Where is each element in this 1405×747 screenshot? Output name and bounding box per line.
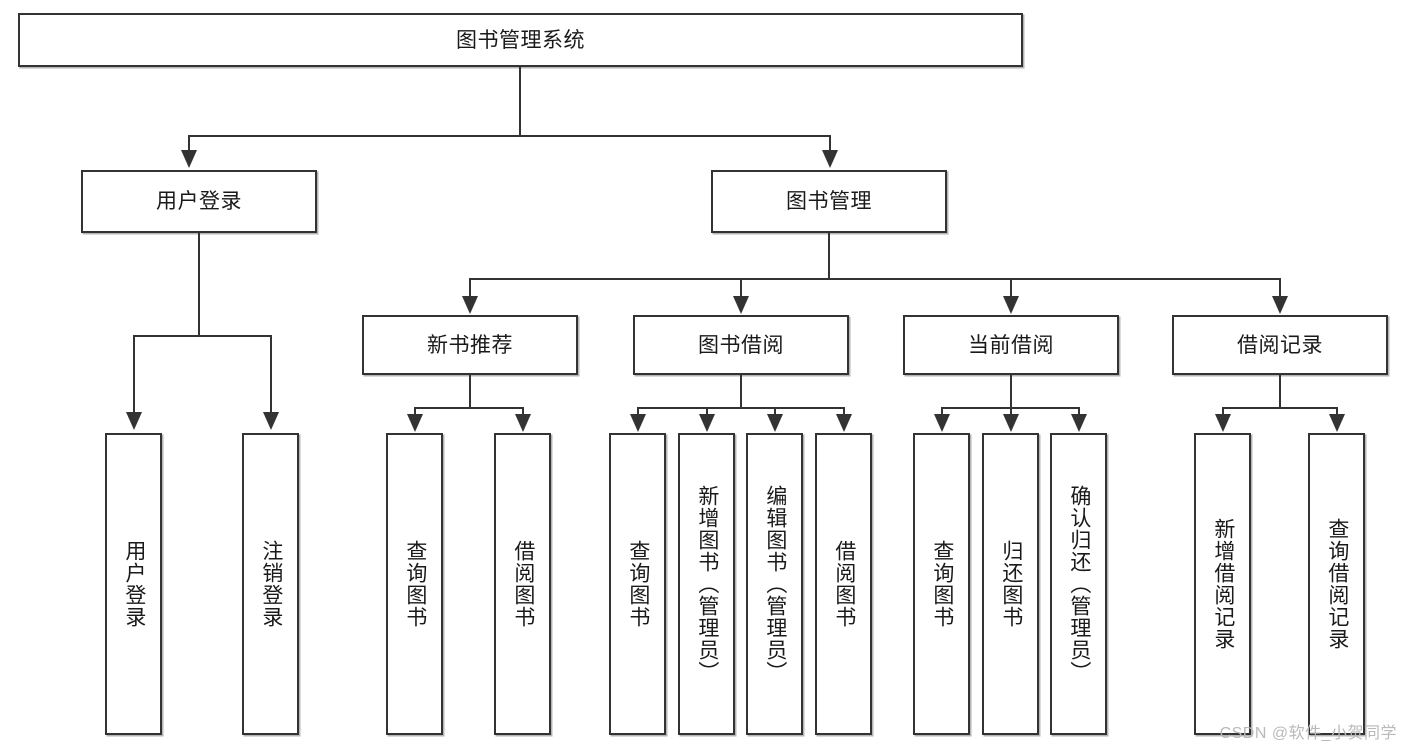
arrowhead-bm-to-new-book [462, 296, 478, 314]
connector-book-management-bus [469, 278, 1281, 280]
node-label: 新增借阅记录 [1211, 518, 1235, 650]
arrowhead-bm-to-current-borrow [1003, 296, 1019, 314]
node-label: 查询图书 [930, 540, 954, 628]
arrowhead-book-borrow-leaf-2 [699, 414, 715, 432]
connector-bm-to-new-book [469, 278, 471, 300]
connector-user-login-to-leaf-1 [133, 335, 135, 415]
node-user-login[interactable]: 用户登录 [81, 170, 317, 233]
node-label: 图书借阅 [698, 333, 784, 357]
node-label: 查询借阅记录 [1325, 518, 1349, 650]
node-book-borrow[interactable]: 图书借阅 [633, 315, 849, 375]
arrowhead-book-borrow-leaf-4 [836, 414, 852, 432]
connector-new-book-to-leaf-1 [414, 407, 416, 417]
leaf-book-borrow-borrow-book[interactable]: 借阅图书 [815, 433, 872, 735]
node-borrow-record[interactable]: 借阅记录 [1172, 315, 1388, 375]
connector-root-to-book-management [829, 135, 831, 153]
connector-book-borrow-stem [740, 375, 742, 407]
node-label: 借阅图书 [511, 540, 535, 628]
connector-new-book-bus [414, 407, 524, 409]
connector-book-borrow-to-leaf-2 [706, 407, 708, 417]
arrowhead-book-borrow-leaf-3 [767, 414, 783, 432]
arrowhead-bm-to-book-borrow [733, 296, 749, 314]
arrowhead-bm-to-borrow-record [1272, 296, 1288, 314]
leaf-borrow-record-add-record[interactable]: 新增借阅记录 [1194, 433, 1251, 735]
node-book-management[interactable]: 图书管理 [711, 170, 947, 233]
node-new-book-recommend[interactable]: 新书推荐 [362, 315, 578, 375]
arrowhead-current-borrow-leaf-2 [1003, 414, 1019, 432]
connector-user-login-stem [198, 233, 200, 335]
connector-current-borrow-to-leaf-3 [1078, 407, 1080, 417]
node-label: 注销登录 [259, 540, 283, 628]
connector-bm-to-borrow-record [1279, 278, 1281, 300]
connector-book-borrow-bus [637, 407, 845, 409]
leaf-user-login-logout[interactable]: 注销登录 [242, 433, 299, 735]
node-label: 图书管理系统 [456, 28, 585, 52]
connector-root-stem [519, 67, 521, 135]
node-label: 当前借阅 [968, 333, 1054, 357]
connector-new-book-to-leaf-2 [522, 407, 524, 417]
node-label: 新书推荐 [427, 333, 513, 357]
connector-book-borrow-to-leaf-3 [774, 407, 776, 417]
connector-current-borrow-to-leaf-2 [1010, 407, 1012, 417]
arrowhead-borrow-record-leaf-2 [1329, 414, 1345, 432]
arrowhead-current-borrow-leaf-3 [1071, 414, 1087, 432]
connector-bm-to-book-borrow [740, 278, 742, 300]
node-label: 查询图书 [626, 540, 650, 628]
arrowhead-root-to-user-login [181, 150, 197, 168]
connector-borrow-record-bus [1222, 407, 1338, 409]
connector-current-borrow-to-leaf-1 [941, 407, 943, 417]
leaf-book-borrow-edit-book-admin[interactable]: 编辑图书（管理员） [746, 433, 803, 735]
connector-book-borrow-to-leaf-4 [843, 407, 845, 417]
arrowhead-current-borrow-leaf-1 [934, 414, 950, 432]
node-label: 确认归还（管理员） [1067, 485, 1091, 683]
leaf-current-borrow-confirm-return-admin[interactable]: 确认归还（管理员） [1050, 433, 1107, 735]
leaf-new-book-borrow-book[interactable]: 借阅图书 [494, 433, 551, 735]
node-label: 图书管理 [786, 190, 872, 213]
arrowhead-book-borrow-leaf-1 [630, 414, 646, 432]
connector-root-to-user-login [188, 135, 190, 153]
node-label: 归还图书 [999, 540, 1023, 628]
arrowhead-new-book-leaf-1 [407, 414, 423, 432]
connector-new-book-stem [469, 375, 471, 407]
leaf-user-login-login[interactable]: 用户登录 [105, 433, 162, 735]
node-label: 借阅记录 [1237, 333, 1323, 357]
connector-current-borrow-stem [1010, 375, 1012, 407]
connector-borrow-record-to-leaf-2 [1336, 407, 1338, 417]
node-label: 新增图书（管理员） [695, 485, 719, 683]
node-label: 查询图书 [403, 540, 427, 628]
node-label: 借阅图书 [832, 540, 856, 628]
node-current-borrow[interactable]: 当前借阅 [903, 315, 1119, 375]
arrowhead-user-login-leaf-1 [126, 412, 142, 430]
leaf-current-borrow-return-book[interactable]: 归还图书 [982, 433, 1039, 735]
leaf-book-borrow-add-book-admin[interactable]: 新增图书（管理员） [678, 433, 735, 735]
connector-borrow-record-to-leaf-1 [1222, 407, 1224, 417]
leaf-current-borrow-query-book[interactable]: 查询图书 [913, 433, 970, 735]
connector-book-management-stem [828, 233, 830, 278]
node-root-book-management-system[interactable]: 图书管理系统 [18, 13, 1023, 67]
connector-borrow-record-stem [1279, 375, 1281, 407]
arrowhead-borrow-record-leaf-1 [1215, 414, 1231, 432]
arrowhead-root-to-book-management [822, 150, 838, 168]
connector-user-login-bus [133, 335, 272, 337]
leaf-new-book-query-book[interactable]: 查询图书 [386, 433, 443, 735]
node-label: 用户登录 [156, 190, 242, 213]
connector-bm-to-current-borrow [1010, 278, 1012, 300]
node-label: 用户登录 [122, 540, 146, 628]
leaf-borrow-record-query-record[interactable]: 查询借阅记录 [1308, 433, 1365, 735]
arrowhead-user-login-leaf-2 [263, 412, 279, 430]
connector-user-login-to-leaf-2 [270, 335, 272, 415]
connector-root-bus [188, 135, 831, 137]
arrowhead-new-book-leaf-2 [515, 414, 531, 432]
connector-book-borrow-to-leaf-1 [637, 407, 639, 417]
csdn-watermark: CSDN @软件_小贺同学 [1219, 725, 1397, 742]
leaf-book-borrow-query-book[interactable]: 查询图书 [609, 433, 666, 735]
node-label: 编辑图书（管理员） [763, 485, 787, 683]
